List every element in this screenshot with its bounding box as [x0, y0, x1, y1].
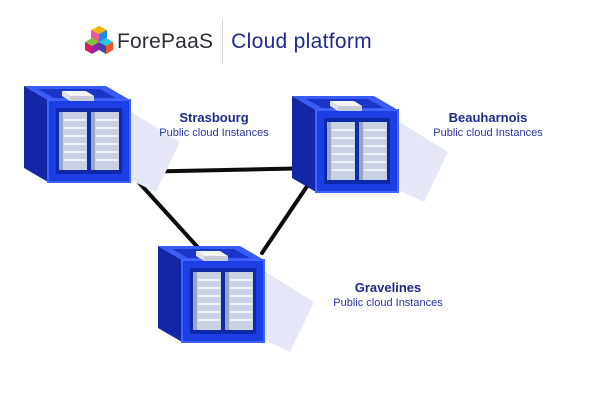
region-name: Strasbourg — [179, 110, 249, 125]
forepaas-cubes-logo-icon — [85, 26, 113, 54]
region-label-gravelines: Gravelines Public cloud Instances — [308, 279, 468, 311]
header: ForePaaS Cloud platform — [84, 20, 372, 64]
server-cube-icon-gravelines — [157, 245, 315, 353]
region-label-beauharnois: Beauharnois Public cloud Instances — [408, 109, 568, 141]
product-title: Cloud platform — [231, 30, 372, 53]
region-description: Public cloud Instances — [159, 127, 269, 139]
link-strasbourg-gravelines — [131, 174, 205, 255]
region-name: Beauharnois — [448, 110, 528, 125]
brand-name: ForePaaS — [117, 30, 214, 53]
region-description: Public cloud Instances — [433, 127, 543, 139]
region-description: Public cloud Instances — [333, 297, 443, 309]
header-divider — [222, 20, 224, 64]
region-label-strasbourg: Strasbourg Public cloud Instances — [134, 109, 294, 141]
region-name: Gravelines — [354, 280, 422, 295]
